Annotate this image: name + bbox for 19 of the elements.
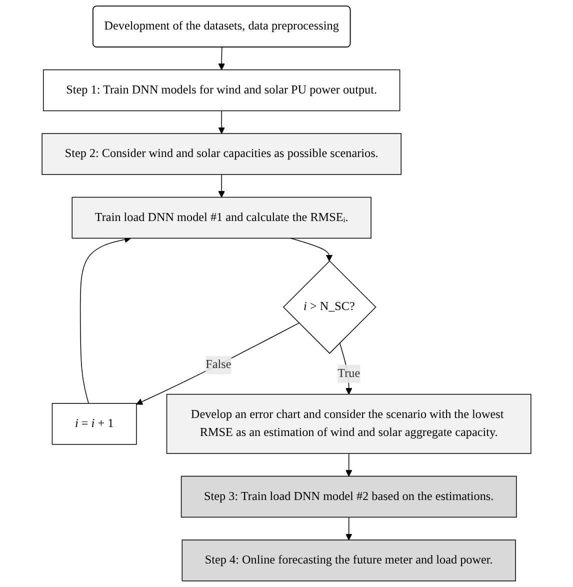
node-box: i = i + 1 [52,403,137,445]
node-box: Step 1: Train DNN models for wind and solar PU power output. [43,69,400,112]
edge-label: False [206,358,232,372]
arrow [218,47,225,70]
arrow [218,110,225,134]
edge-label: True [338,366,360,380]
node-box: Develop an error chart and consider the scenario with the lowest RMSE as an estimation of wind and solar aggregate capacity. [166,394,532,454]
node-box: Train load DNN model #1 and calculate the RMSEᵢ. [72,196,372,239]
arrow [339,342,352,395]
arrow [136,322,300,405]
arrow [346,516,352,540]
node-box: Step 3: Train load DNN model #2 based on the estimations. [180,476,517,518]
node-box: Step 4: Online forecasting the future meter and load power. [182,540,516,582]
node-diamond: i > N_SC? [282,260,376,354]
arrow [346,453,352,477]
node-box: Step 2: Consider wind and solar capacities as possible scenarios. [42,133,402,175]
arrow [80,236,132,404]
arrow [218,174,225,198]
arrow [290,238,333,262]
